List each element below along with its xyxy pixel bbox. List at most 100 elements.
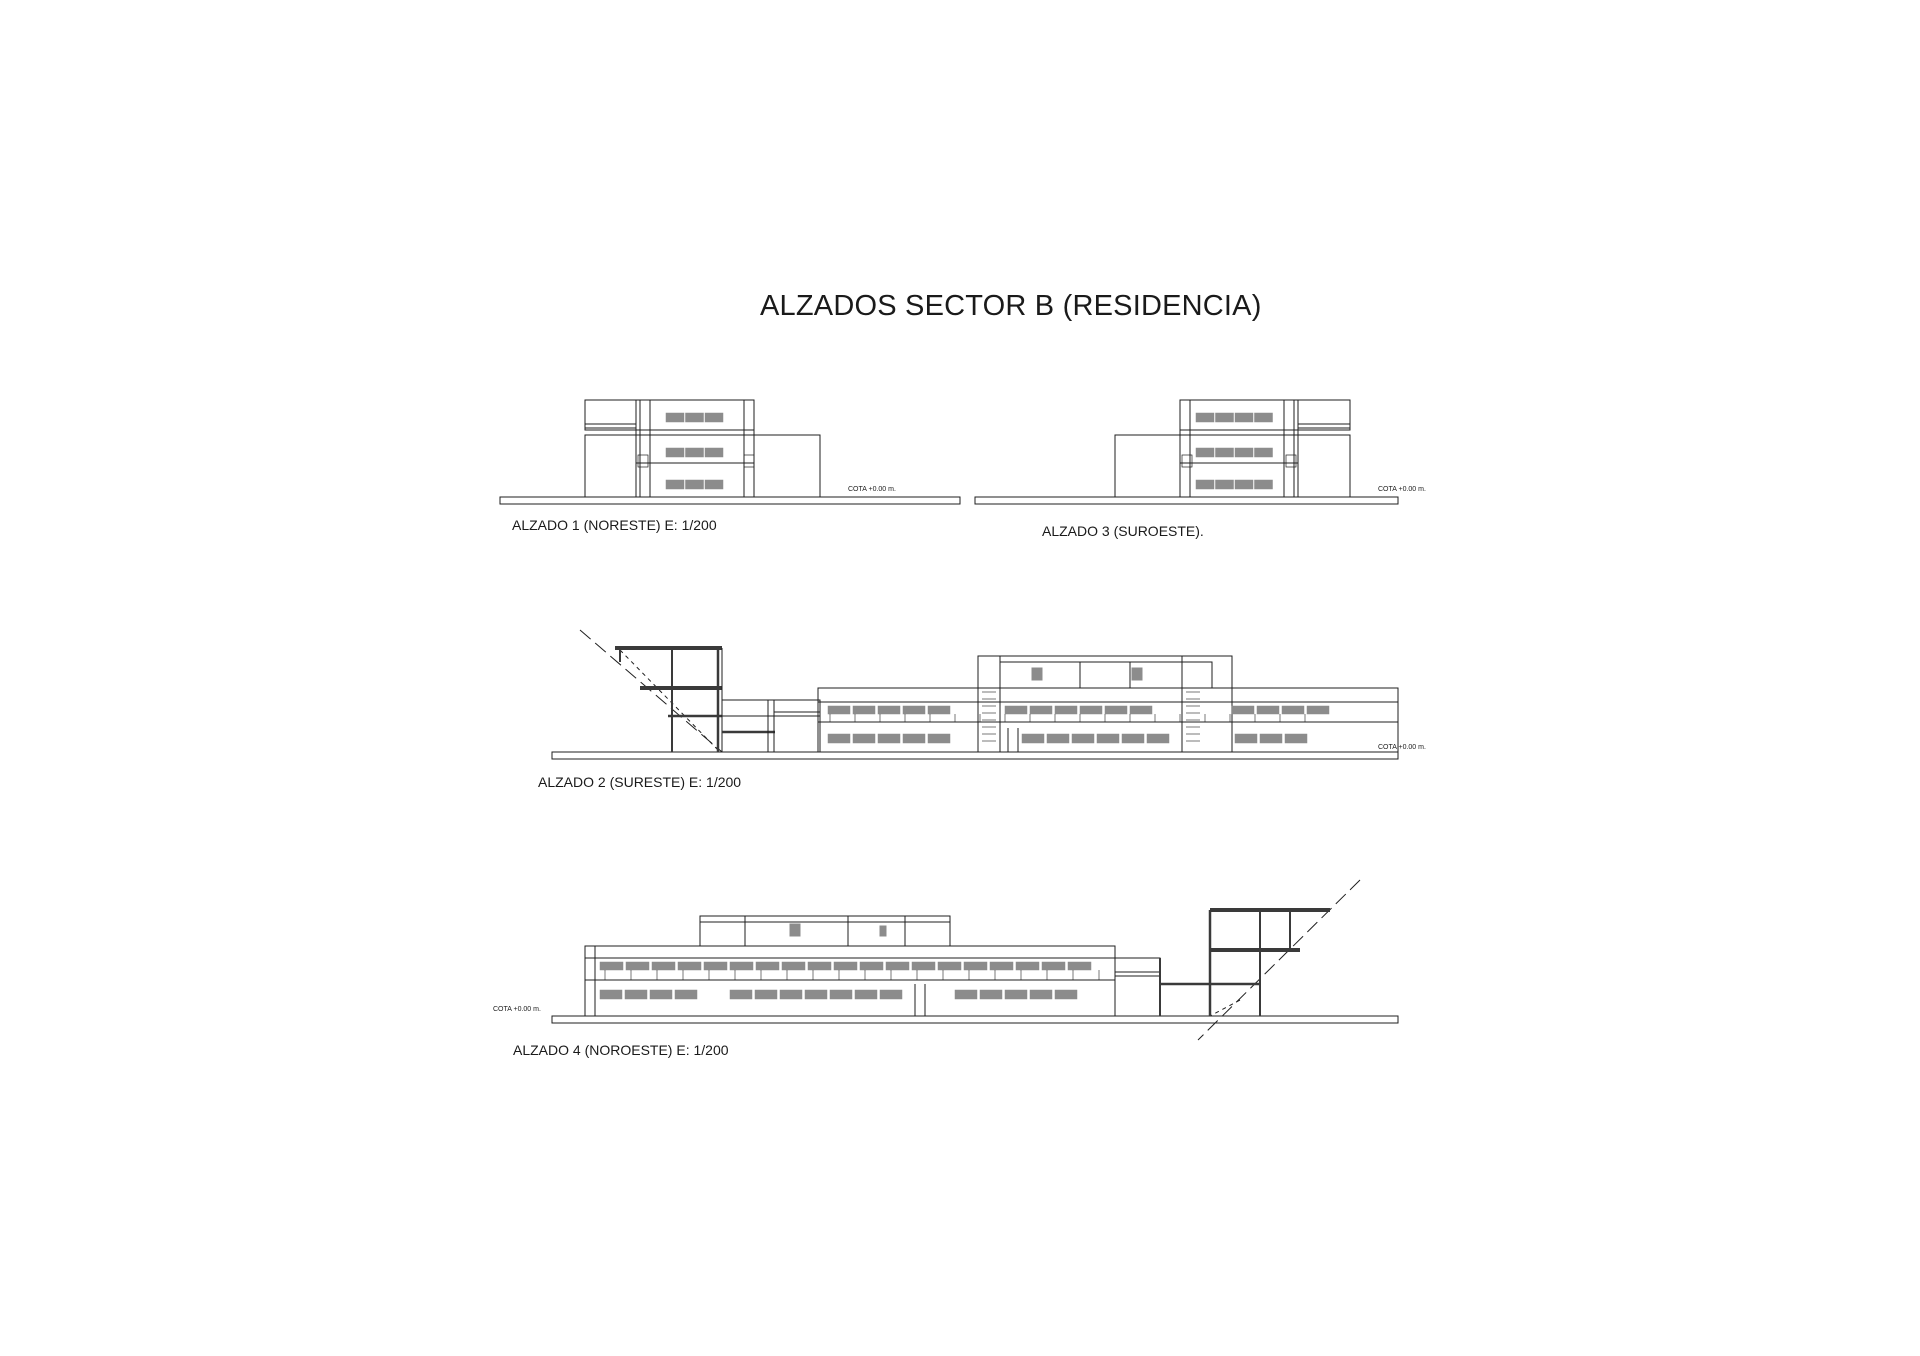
window bbox=[779, 989, 803, 1000]
window bbox=[665, 447, 685, 458]
window bbox=[1234, 733, 1258, 744]
window bbox=[1015, 961, 1040, 971]
window bbox=[1129, 705, 1153, 715]
link-volume bbox=[1114, 957, 1161, 1017]
window bbox=[1256, 705, 1280, 715]
window bbox=[877, 705, 901, 715]
small-window bbox=[879, 925, 887, 937]
window bbox=[963, 961, 988, 971]
window bbox=[852, 705, 876, 715]
elevation-1-level-label: COTA +0.00 m. bbox=[848, 486, 896, 493]
elevation-4-caption: ALZADO 4 (NOROESTE) E: 1/200 bbox=[513, 1042, 729, 1058]
window bbox=[1004, 989, 1028, 1000]
sheet-title: ALZADOS SECTOR B (RESIDENCIA) bbox=[760, 290, 1262, 322]
window bbox=[1029, 989, 1053, 1000]
elevation-3-caption: ALZADO 3 (SUROESTE). bbox=[1042, 523, 1204, 539]
window bbox=[1234, 479, 1254, 490]
window bbox=[879, 989, 903, 1000]
ground-line bbox=[974, 496, 1399, 505]
window bbox=[902, 705, 926, 715]
window bbox=[937, 961, 962, 971]
window bbox=[1195, 412, 1215, 423]
window bbox=[755, 961, 780, 971]
upper-block bbox=[699, 915, 951, 947]
window bbox=[1231, 705, 1255, 715]
window bbox=[704, 412, 724, 423]
wall-outline bbox=[584, 945, 1116, 1017]
window bbox=[1215, 447, 1234, 458]
window bbox=[989, 961, 1014, 971]
window bbox=[829, 989, 853, 1000]
window bbox=[1195, 479, 1215, 490]
window bbox=[827, 733, 851, 744]
window bbox=[1054, 989, 1078, 1000]
window bbox=[827, 705, 851, 715]
window bbox=[1067, 961, 1092, 971]
ground-line bbox=[499, 496, 961, 505]
window bbox=[624, 989, 648, 1000]
window bbox=[1281, 705, 1305, 715]
window bbox=[754, 989, 778, 1000]
window bbox=[685, 412, 704, 423]
window bbox=[665, 479, 685, 490]
window bbox=[1284, 733, 1308, 744]
elevation-2-caption: ALZADO 2 (SURESTE) E: 1/200 bbox=[538, 774, 742, 790]
window bbox=[927, 733, 951, 744]
window bbox=[704, 447, 724, 458]
window bbox=[1041, 961, 1066, 971]
slope-line bbox=[579, 629, 723, 753]
small-window bbox=[1031, 667, 1043, 681]
window bbox=[1146, 733, 1170, 744]
elevation-1-caption: ALZADO 1 (NORESTE) E: 1/200 bbox=[512, 517, 717, 533]
window bbox=[859, 961, 884, 971]
link-volume bbox=[721, 699, 775, 753]
roof-pergola bbox=[1297, 399, 1351, 431]
window bbox=[1306, 705, 1330, 715]
small-window bbox=[789, 923, 801, 937]
window bbox=[729, 989, 753, 1000]
window bbox=[781, 961, 806, 971]
stair-window bbox=[1181, 454, 1193, 468]
window bbox=[1121, 733, 1145, 744]
window bbox=[685, 447, 704, 458]
slope-line bbox=[1197, 879, 1361, 1041]
window bbox=[854, 989, 878, 1000]
ground-line bbox=[551, 751, 1399, 760]
window bbox=[885, 961, 910, 971]
roof-pergola bbox=[584, 399, 637, 431]
small-window bbox=[1131, 667, 1143, 681]
wall-outline bbox=[1179, 399, 1299, 498]
window bbox=[1071, 733, 1095, 744]
stair-window bbox=[637, 454, 649, 468]
elevation-4-level-label: COTA +0.00 m. bbox=[493, 1006, 541, 1013]
entrance-volume bbox=[773, 699, 821, 753]
stair-window bbox=[743, 454, 755, 468]
window bbox=[911, 961, 936, 971]
stair-core bbox=[977, 655, 1001, 753]
window bbox=[1259, 733, 1283, 744]
window bbox=[807, 961, 832, 971]
stair-core bbox=[1181, 655, 1233, 753]
window bbox=[1004, 705, 1028, 715]
window bbox=[651, 961, 676, 971]
window bbox=[1029, 705, 1053, 715]
elevation-2-level-label: COTA +0.00 m. bbox=[1378, 744, 1426, 751]
window bbox=[902, 733, 926, 744]
window bbox=[703, 961, 728, 971]
window bbox=[1104, 705, 1128, 715]
window bbox=[599, 989, 623, 1000]
window bbox=[1079, 705, 1103, 715]
terrain-line bbox=[619, 649, 721, 753]
elevation-1-noreste bbox=[499, 399, 961, 505]
elevation-3-suroeste bbox=[974, 399, 1399, 505]
window bbox=[954, 989, 978, 1000]
window bbox=[1254, 479, 1273, 490]
elevation-4-noroeste bbox=[551, 879, 1399, 1041]
window bbox=[1234, 412, 1254, 423]
window bbox=[877, 733, 901, 744]
window bbox=[1234, 447, 1254, 458]
window bbox=[1195, 447, 1215, 458]
elevation-2-sureste bbox=[551, 629, 1399, 760]
